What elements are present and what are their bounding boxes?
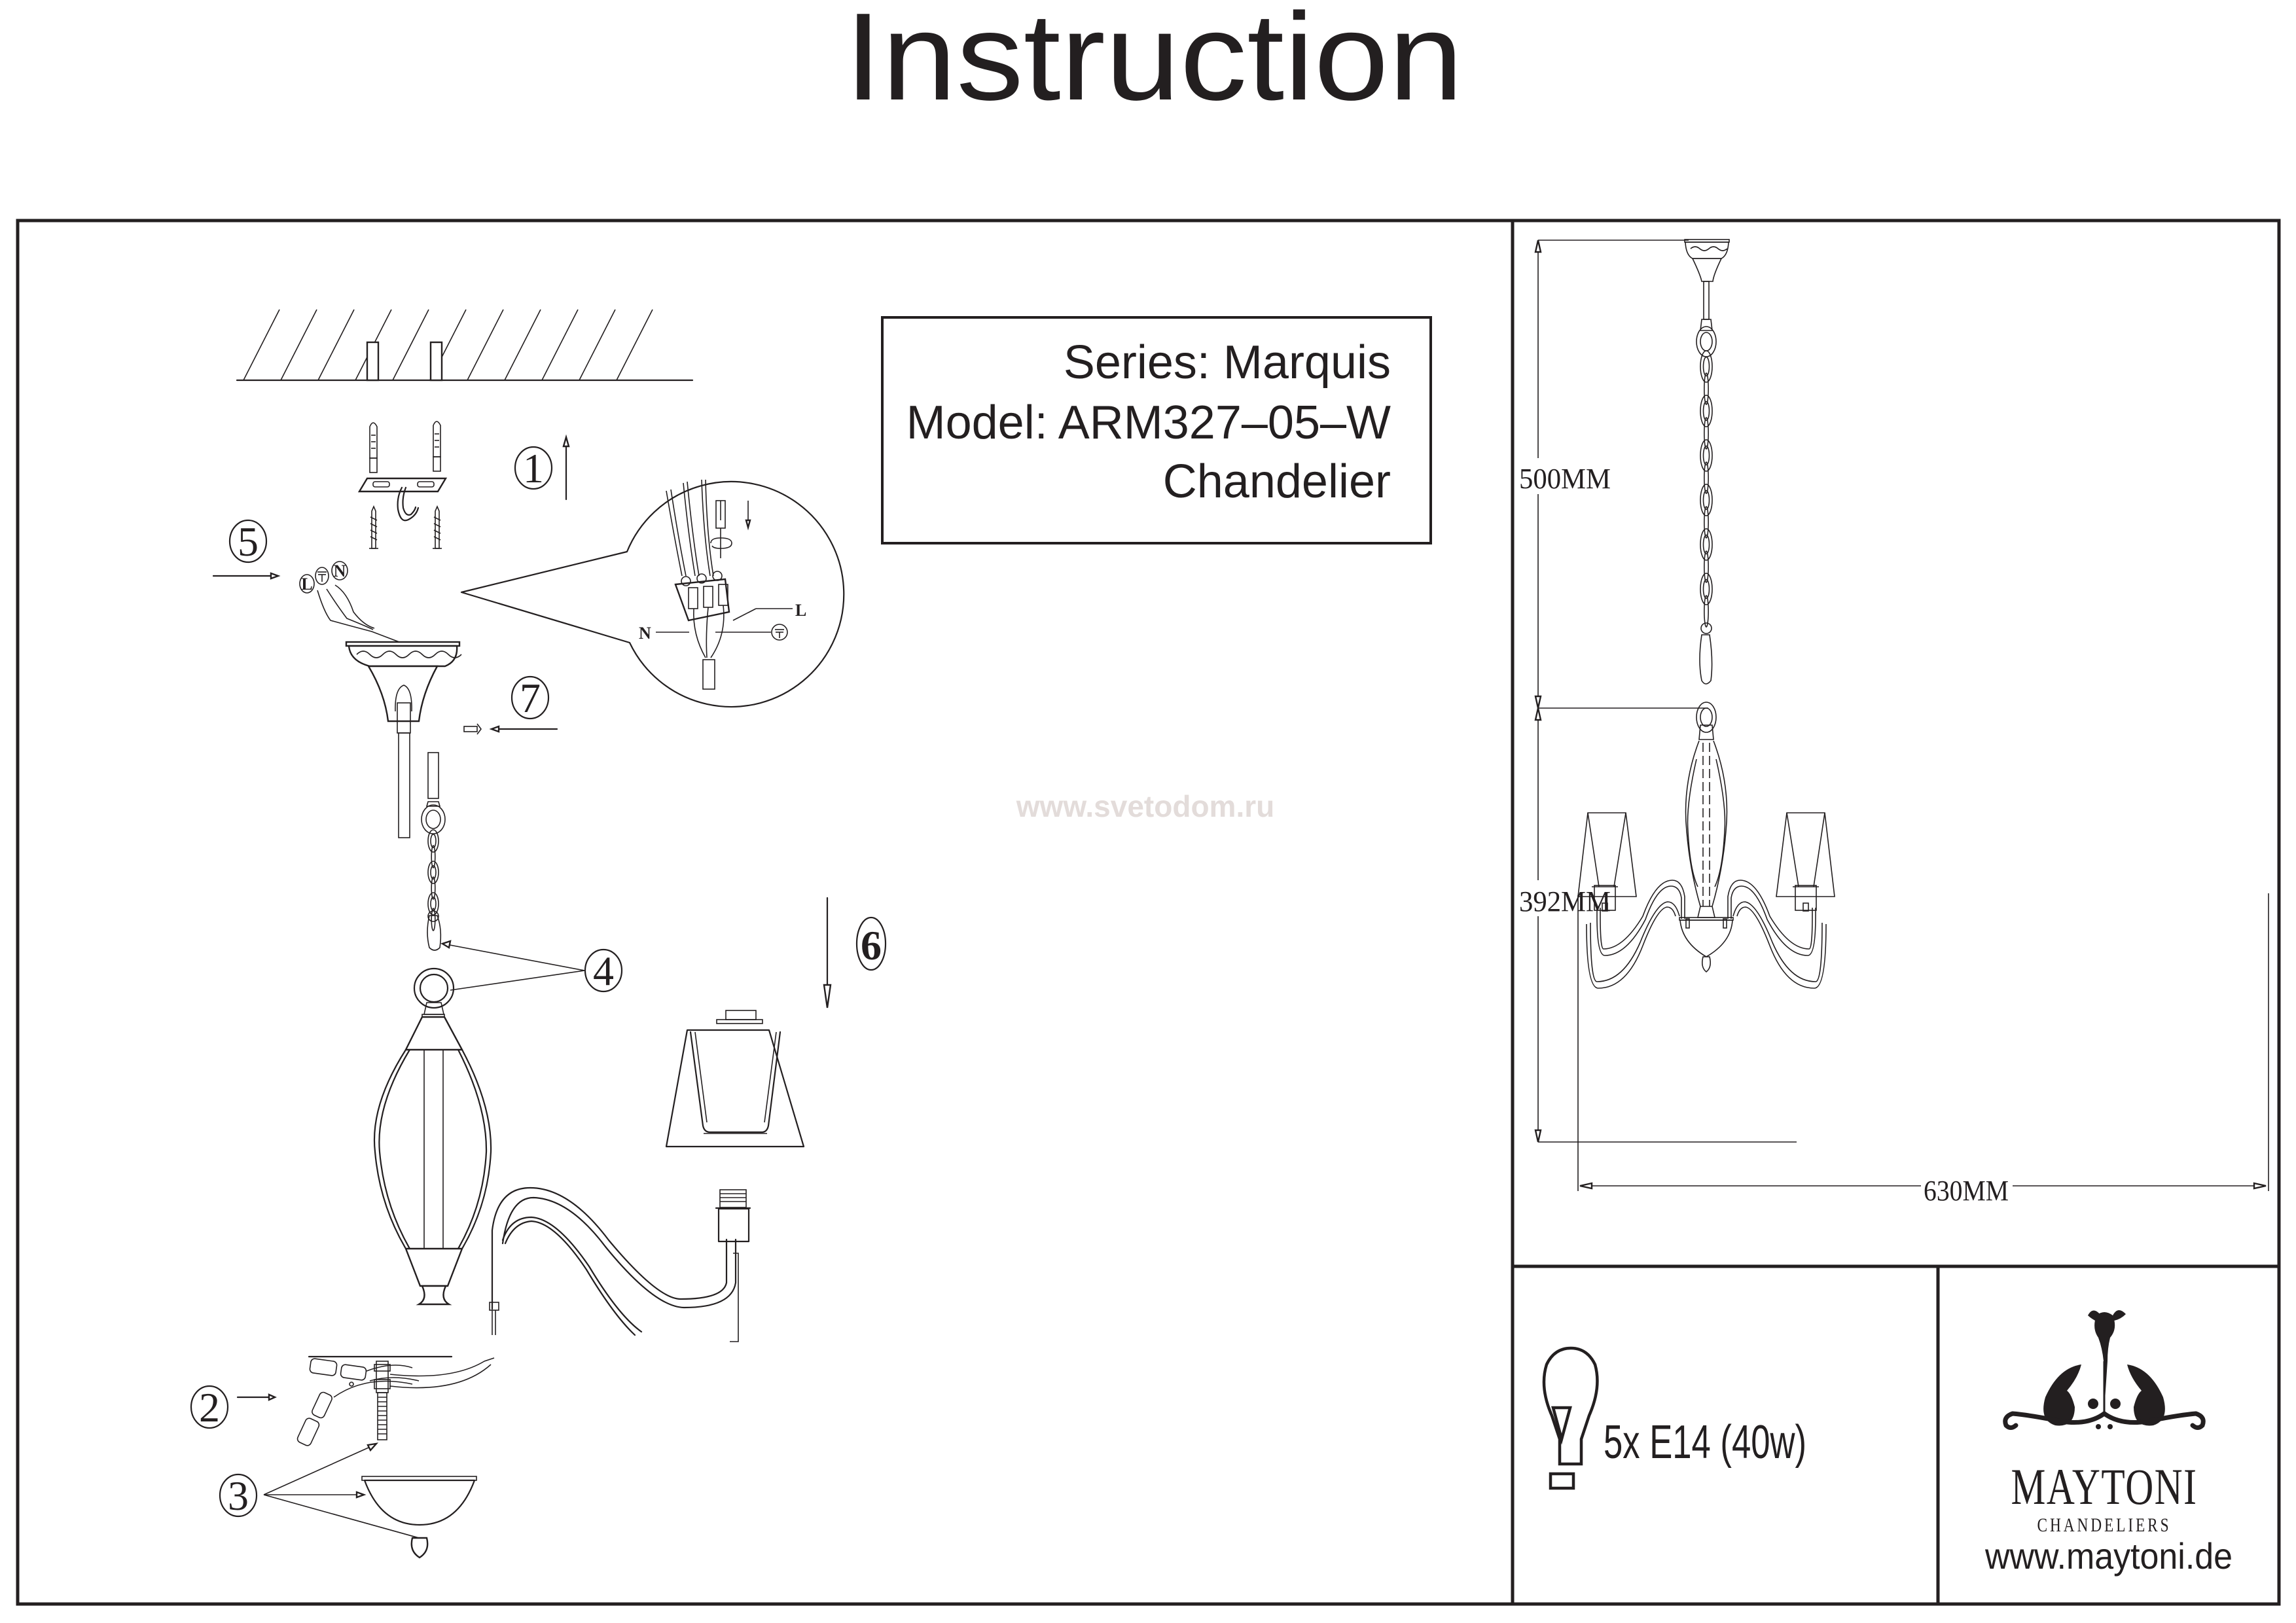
ceiling-hatch-line [504, 309, 541, 381]
wiring-detail-magnifier: L N [460, 479, 845, 708]
ceiling-hatch-line [467, 309, 504, 381]
chain-link [427, 829, 439, 853]
arm-illustration [489, 1186, 751, 1342]
screwdriver-icon [710, 500, 732, 558]
ceiling-illustration [236, 309, 694, 382]
svg-text:L: L [301, 575, 312, 594]
step-marker-2: 2 [190, 1384, 277, 1431]
earth-ground-icon [771, 624, 788, 641]
ceiling-hatch-line [280, 309, 317, 381]
chain-link-inner [430, 834, 437, 849]
lamp-socket-icon [715, 1189, 751, 1243]
svg-text:N: N [334, 562, 346, 580]
chain-link [1704, 506, 1709, 539]
chain-link-inner [1702, 401, 1710, 421]
model-label: Model: ARM327–05–W [906, 397, 1391, 449]
step-marker-3: 3 [219, 1442, 420, 1539]
svg-text:3: 3 [228, 1472, 249, 1519]
page-title: Instruction [845, 0, 1463, 126]
chain-link-inner [1702, 490, 1710, 510]
watermark: www.svetodom.ru [1016, 789, 1274, 823]
product-info-box: Series: Marquis Model: ARM327–05–W Chand… [881, 316, 1432, 544]
chain-link [431, 908, 436, 931]
step-marker-5: 5 [212, 518, 281, 580]
svg-text:2: 2 [199, 1384, 220, 1431]
brand-name: MAYTONI [2011, 1458, 2198, 1515]
ceiling-hatch-line [616, 309, 653, 381]
brand-block: MAYTONI CHANDELIERS www.maytoni.de [1984, 1310, 2233, 1577]
detail-neutral-label: N [639, 624, 651, 643]
screw-icon [369, 505, 378, 549]
svg-text:5: 5 [238, 518, 259, 565]
series-label: Series: Marquis [1064, 336, 1391, 389]
earth-ground-icon [315, 567, 329, 585]
chain-link-inner [1702, 356, 1710, 377]
screw-icon [433, 505, 442, 549]
chandelier-body-illustration [373, 967, 492, 1306]
svg-text:6: 6 [861, 922, 882, 969]
canopy-illustration: L N [299, 561, 462, 838]
chain-link [431, 845, 436, 868]
ceiling-hatch-line [317, 309, 355, 381]
fixing-screw-icon [463, 723, 482, 735]
chain-link [427, 892, 439, 916]
wire-label-live: L [299, 574, 315, 594]
chain-link [1704, 372, 1709, 405]
step-marker-1: 1 [514, 434, 570, 501]
dimension-body-height: 392MM [1519, 885, 1611, 918]
bottom-bowl-illustration [361, 1476, 477, 1559]
svg-text:4: 4 [593, 948, 614, 994]
bulb-spec: 5x E14 (40w) [1542, 1346, 1806, 1490]
step-marker-4: 4 [440, 940, 623, 994]
svg-text:7: 7 [520, 675, 541, 721]
brand-subtitle: CHANDELIERS [2037, 1514, 2172, 1536]
sheet-frame [16, 219, 2281, 1606]
chain-link [1704, 461, 1709, 494]
chain-link [1700, 573, 1713, 605]
wire-junction-illustration [296, 1355, 495, 1446]
chain-link-inner [430, 865, 437, 880]
wire-label-neutral: N [331, 561, 348, 580]
ornament-logo-icon [2003, 1310, 2206, 1430]
chain-illustration [421, 752, 446, 951]
ceiling-hatch-line [541, 309, 579, 381]
ceiling-hatch-line [392, 309, 429, 381]
wall-dowel-icon [433, 421, 441, 472]
wall-dowel-icon [369, 422, 378, 473]
brand-website-link[interactable]: www.maytoni.de [1984, 1535, 2233, 1577]
lamp-shade-illustration [665, 1010, 805, 1148]
chain-link [1700, 528, 1713, 561]
chain-link [427, 861, 439, 884]
svg-text:1: 1 [523, 445, 544, 491]
detail-live-label: L [795, 601, 806, 620]
step-marker-7: 7 [463, 675, 558, 735]
chain-link [1704, 550, 1709, 583]
chain-link-inner [1702, 445, 1710, 466]
product-type-label: Chandelier [1163, 455, 1391, 508]
chain-link [1700, 439, 1713, 472]
chain-link [1700, 350, 1713, 383]
dimension-width: 630MM [1924, 1175, 2009, 1207]
dimension-drawing: 500MM 392MM 630MM [1519, 239, 2269, 1207]
chain-link [1700, 395, 1713, 427]
chain-link [1700, 484, 1713, 516]
ceiling-hatch-line [243, 309, 280, 381]
ceiling-hatch-line [579, 309, 616, 381]
step-marker-6: 6 [823, 897, 887, 1008]
chain-link [431, 876, 436, 900]
outer-border [16, 219, 2281, 1606]
light-bulb-icon [1542, 1346, 1599, 1490]
mounting-bracket-illustration [357, 421, 448, 549]
chain-link-inner [1702, 579, 1710, 599]
chain-link [1704, 595, 1709, 628]
chain-link [1704, 417, 1709, 450]
chain-link-inner [1702, 534, 1710, 555]
dimension-chain-length: 500MM [1519, 463, 1611, 495]
bulb-spec-text: 5x E14 (40w) [1604, 1416, 1806, 1469]
